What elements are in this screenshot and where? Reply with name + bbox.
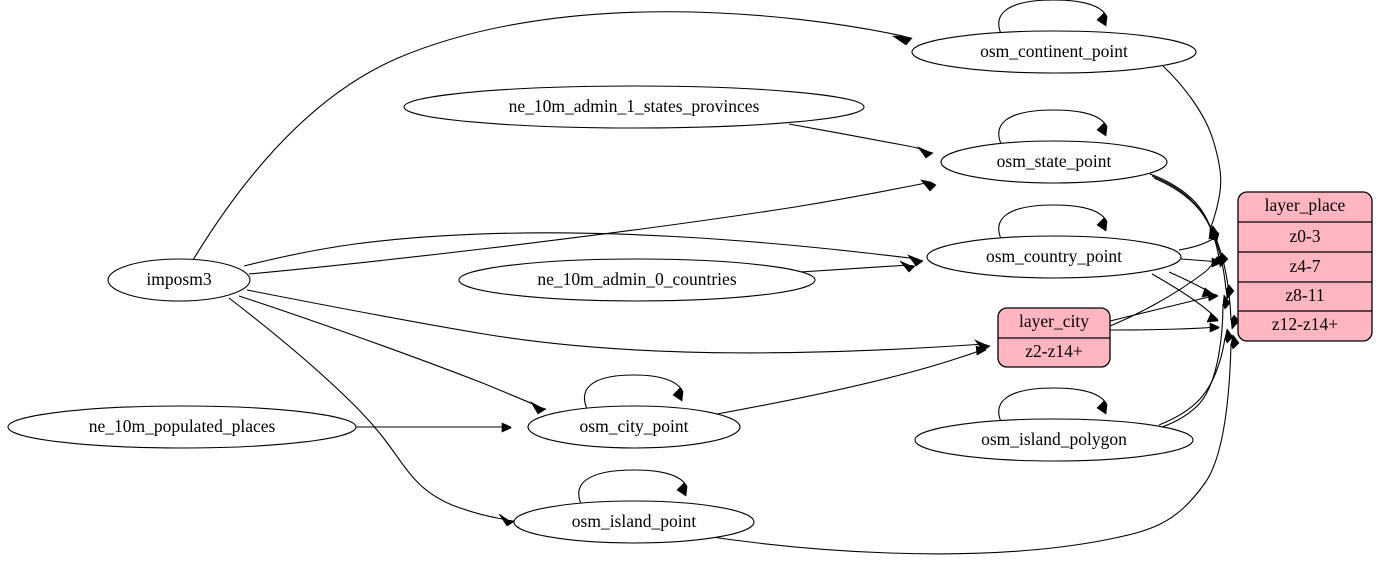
node-label-ne-10m-populated-places: ne_10m_populated_places	[89, 416, 276, 436]
edge-ne-admin0-to-osm-country-point	[799, 260, 916, 273]
edge-osm-country-point-to-layer-place-z8-11	[1168, 271, 1214, 298]
record-layer: layer_place z0-3 z4-7 z8-11 z12-z14+ lay…	[997, 191, 1373, 368]
edge-osm-country-point-to-layer-place-z0-3	[1178, 232, 1220, 251]
node-osm-island-point[interactable]: osm_island_point	[513, 500, 755, 544]
node-label-ne-10m-admin-0-countries: ne_10m_admin_0_countries	[537, 269, 736, 289]
record-title-layer-city: layer_city	[1019, 311, 1089, 331]
record-row-layer-place-z8-11[interactable]: z8-11	[1285, 285, 1324, 305]
edge-imposm3-to-osm-state-point	[248, 179, 937, 275]
node-ne-10m-admin-1-states-provinces[interactable]: ne_10m_admin_1_states_provinces	[403, 85, 865, 129]
node-label-osm-island-polygon: osm_island_polygon	[981, 429, 1127, 449]
record-row-layer-place-z0-3[interactable]: z0-3	[1289, 226, 1320, 246]
edge-self-loop-osm-state-point	[998, 109, 1108, 149]
edge-osm-island-polygon-to-layer-place-z8-11	[1161, 294, 1231, 428]
node-label-imposm3: imposm3	[146, 269, 211, 289]
edge-self-loop-osm-island-point	[578, 469, 688, 509]
node-label-osm-continent-point: osm_continent_point	[980, 41, 1128, 61]
edge-ne-admin1-to-osm-state-point	[788, 123, 934, 159]
edge-osm-country-point-to-layer-place-z12-z14	[1151, 273, 1219, 323]
node-ne-10m-admin-0-countries[interactable]: ne_10m_admin_0_countries	[458, 258, 816, 302]
edge-imposm3-to-osm-country-point	[243, 232, 924, 267]
node-imposm3[interactable]: imposm3	[107, 258, 251, 302]
node-osm-city-point[interactable]: osm_city_point	[527, 405, 741, 449]
node-label-osm-country-point: osm_country_point	[986, 246, 1122, 266]
edge-osm-continent-point-to-layer-place-z0-3	[1162, 65, 1222, 240]
edge-osm-city-point-to-layer-city	[716, 345, 987, 415]
record-node-layer-place[interactable]: layer_place z0-3 z4-7 z8-11 z12-z14+	[1237, 191, 1373, 342]
edge-imposm3-to-osm-continent-point	[192, 11, 913, 261]
edge-layer	[192, 0, 1240, 555]
edge-imposm3-to-osm-city-point	[238, 295, 547, 415]
record-row-layer-place-z12-z14[interactable]: z12-z14+	[1272, 314, 1338, 334]
record-title-layer-place: layer_place	[1265, 195, 1346, 215]
node-osm-state-point[interactable]: osm_state_point	[940, 140, 1168, 184]
record-row-layer-place-z4-7[interactable]: z4-7	[1289, 256, 1320, 276]
node-osm-country-point[interactable]: osm_country_point	[926, 235, 1182, 279]
edge-layer-city-to-layer-place-z12-z14	[1109, 322, 1220, 333]
edge-self-loop-osm-island-polygon	[998, 387, 1108, 427]
node-ne-10m-populated-places[interactable]: ne_10m_populated_places	[7, 405, 357, 449]
node-osm-continent-point[interactable]: osm_continent_point	[911, 30, 1197, 74]
edge-self-loop-osm-city-point	[584, 374, 684, 414]
edge-self-loop-osm-country-point	[998, 204, 1108, 244]
node-osm-island-polygon[interactable]: osm_island_polygon	[914, 418, 1194, 462]
node-label-osm-state-point: osm_state_point	[997, 151, 1112, 171]
edge-imposm3-to-osm-island-point	[228, 297, 516, 527]
edge-self-loop-osm-continent-point	[998, 0, 1108, 39]
edge-layer-city-to-layer-place-z8-11	[1109, 291, 1219, 322]
record-node-layer-city[interactable]: layer_city z2-z14+	[997, 307, 1111, 368]
node-layer: imposm3 ne_10m_admin_1_states_provinces …	[7, 30, 1197, 544]
edge-osm-island-polygon-to-layer-place-z12-z14	[1158, 328, 1234, 426]
edge-osm-island-point-to-layer-place-z12-z14	[697, 334, 1240, 555]
node-label-osm-city-point: osm_city_point	[580, 416, 689, 436]
edge-ne-populated-places-to-osm-city-point	[356, 422, 512, 433]
record-row-layer-city-z2-z14[interactable]: z2-z14+	[1025, 341, 1083, 361]
node-label-osm-island-point: osm_island_point	[572, 511, 697, 531]
node-label-ne-10m-admin-1-states-provinces: ne_10m_admin_1_states_provinces	[509, 96, 760, 116]
